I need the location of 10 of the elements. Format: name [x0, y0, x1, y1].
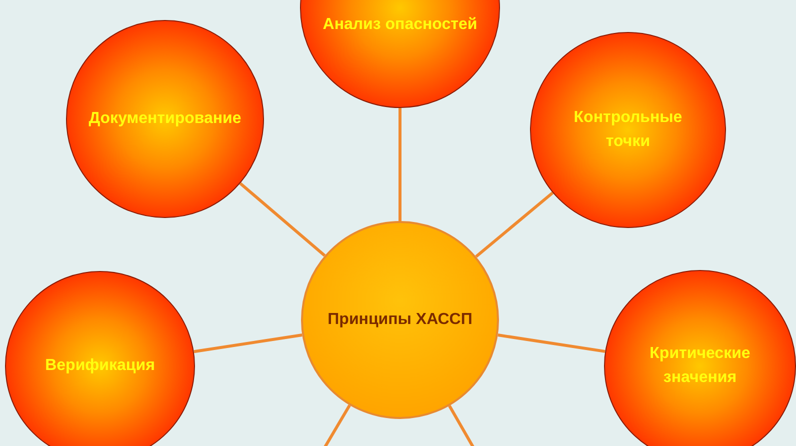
connector-line [498, 334, 606, 353]
connector-line [475, 192, 554, 258]
connector-line [398, 108, 402, 221]
node-label: Критические значения [648, 344, 752, 388]
connector-line [194, 334, 302, 354]
node-label: Принципы ХАССП [328, 310, 472, 330]
connector-line [239, 182, 326, 257]
node-label: Верификация [45, 356, 155, 376]
node-label: Контрольные точки [572, 108, 684, 152]
node-label: Документирование [88, 109, 242, 129]
